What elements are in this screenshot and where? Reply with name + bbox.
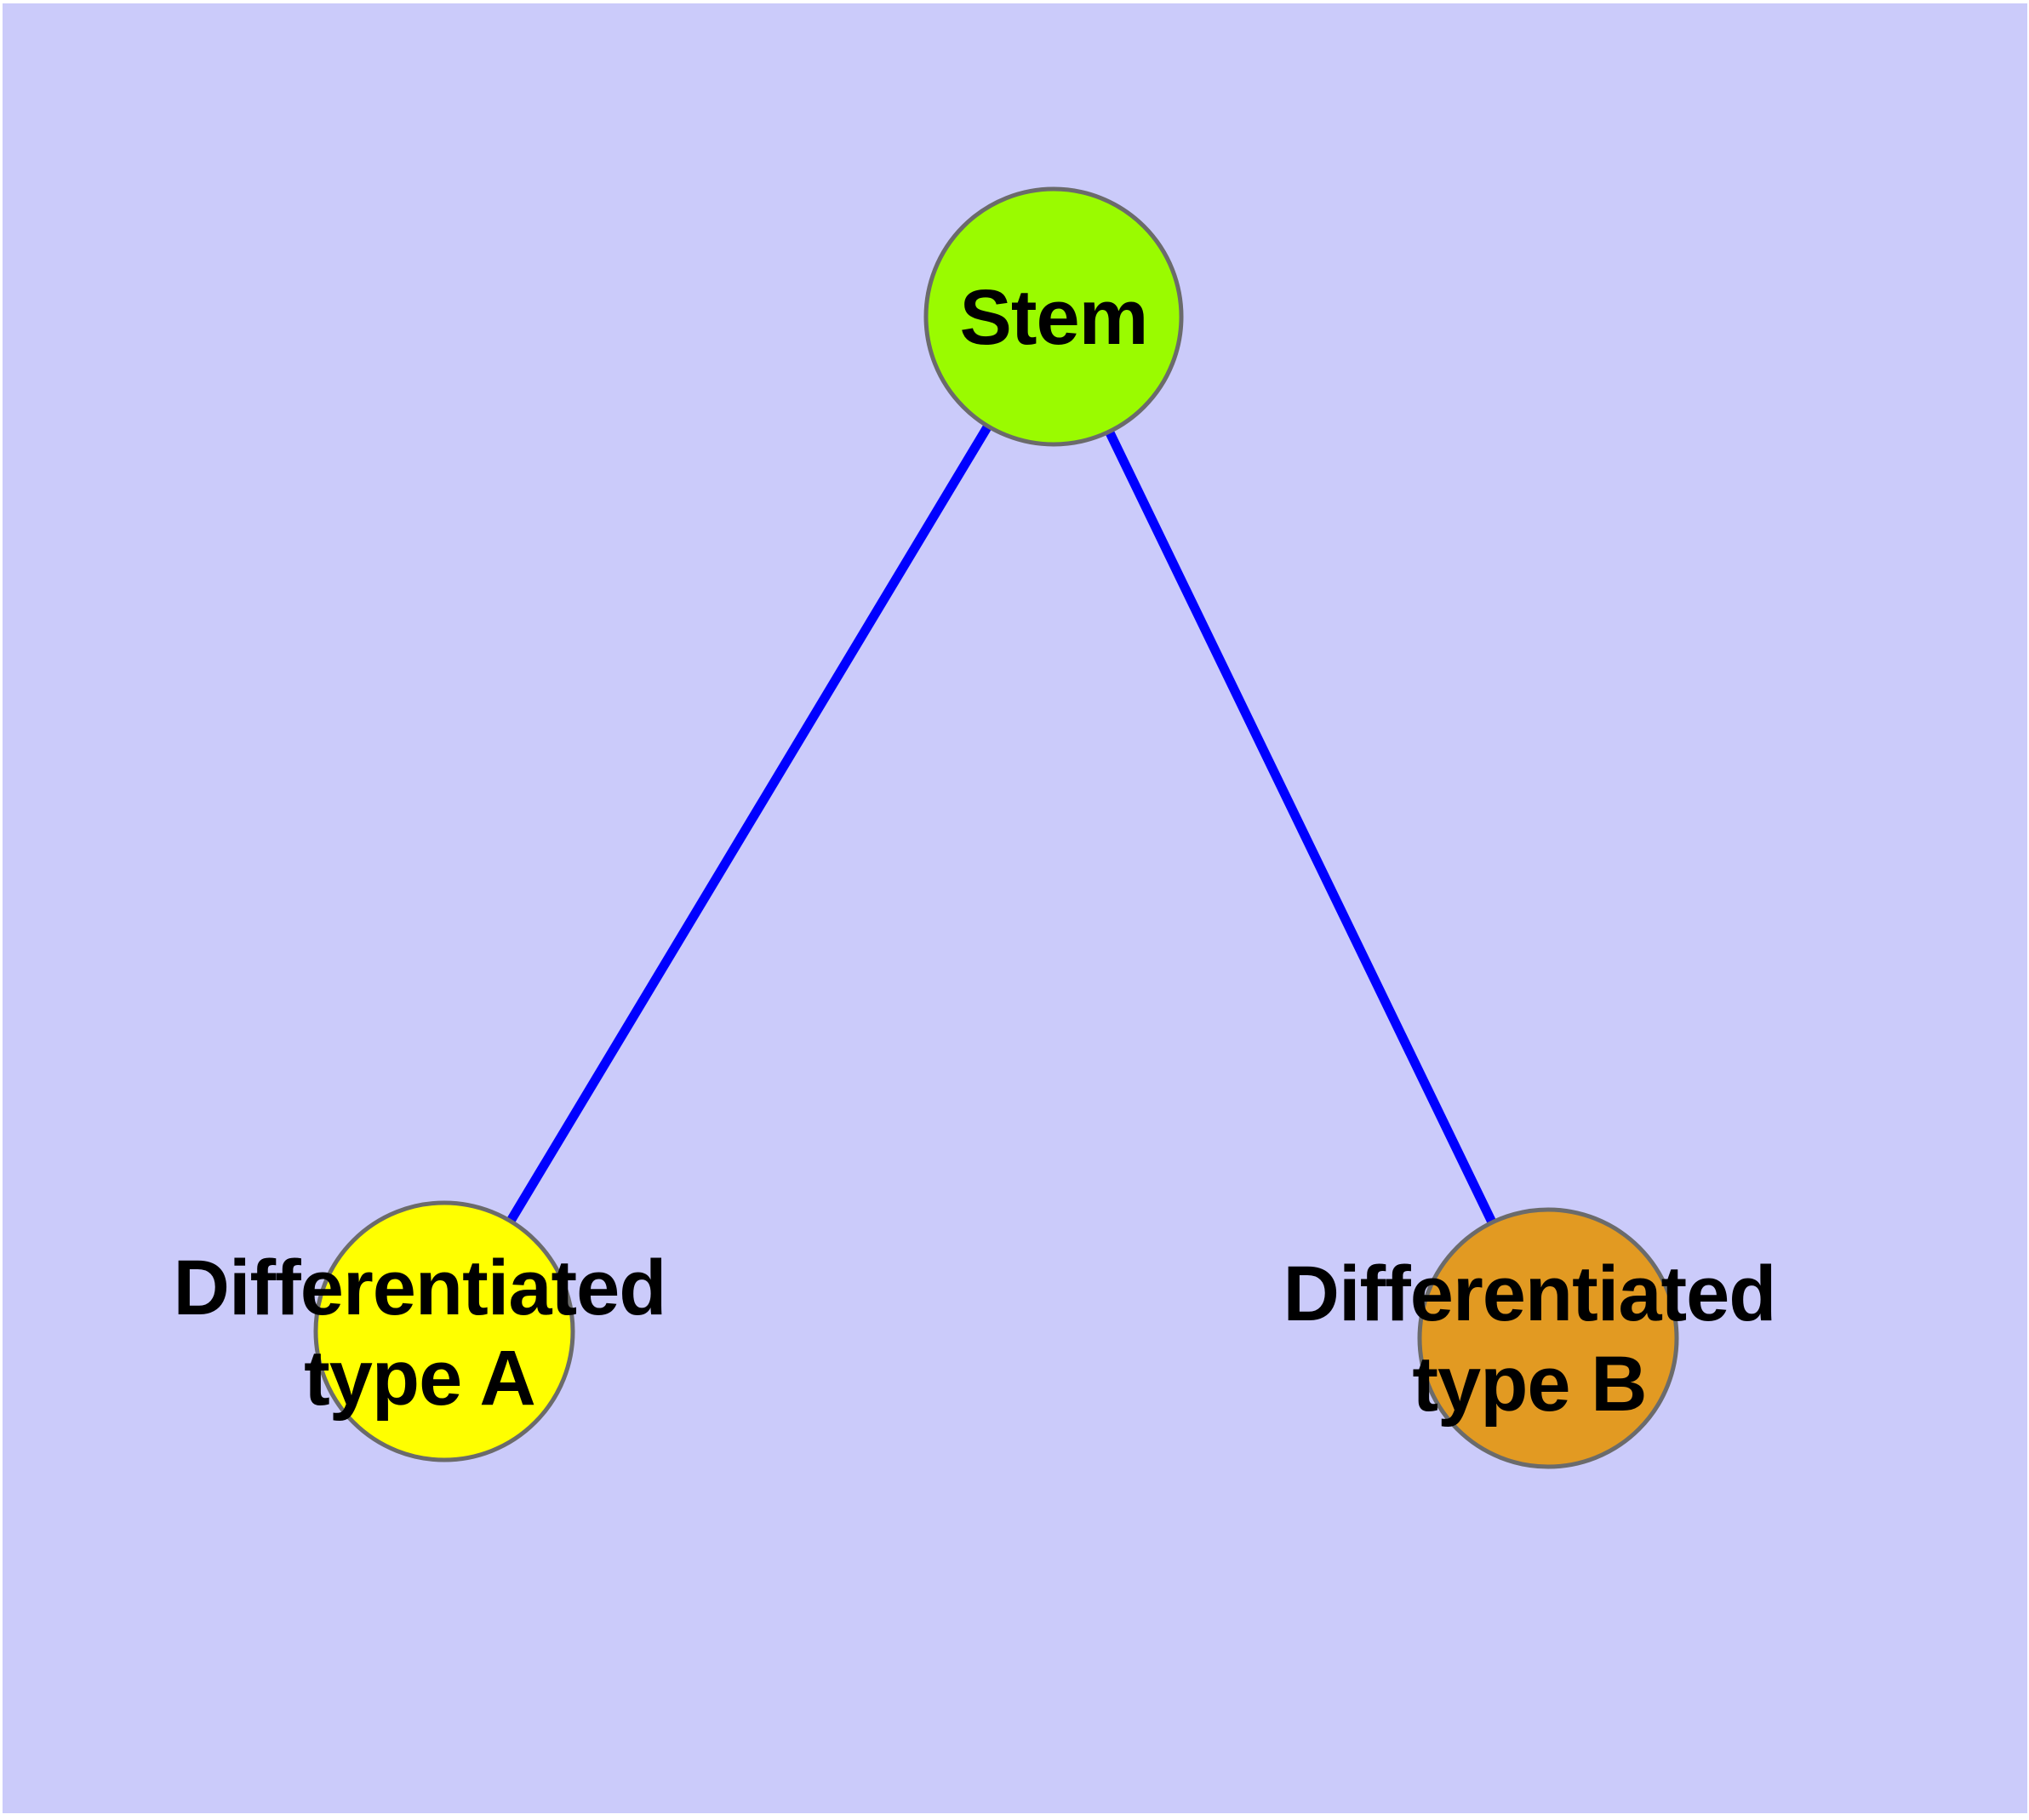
node-label-differentiated-type-b[interactable]: Differentiated type B (1283, 1249, 1777, 1429)
edge-stem-to-diff-a[interactable] (440, 314, 1058, 1334)
node-circle-diff-b[interactable] (1417, 1207, 1679, 1469)
node-label-differentiated-type-a[interactable]: Differentiated type A (173, 1243, 667, 1423)
node-label-stem[interactable]: Stem (959, 272, 1149, 363)
node-circle-stem[interactable] (923, 186, 1184, 447)
diagram-canvas[interactable]: Stem Differentiated type A Differentiate… (3, 3, 2027, 1813)
edge-stem-to-diff-b[interactable] (1049, 314, 1552, 1341)
node-label-line: Differentiated (173, 1245, 667, 1331)
node-label-line: type B (1412, 1341, 1647, 1428)
graph-svg (313, 186, 1679, 1469)
node-label-line: Stem (959, 274, 1149, 361)
node-circle-diff-a[interactable] (313, 1200, 575, 1462)
node-label-line: type A (304, 1335, 536, 1422)
node-label-line: Differentiated (1283, 1251, 1777, 1337)
